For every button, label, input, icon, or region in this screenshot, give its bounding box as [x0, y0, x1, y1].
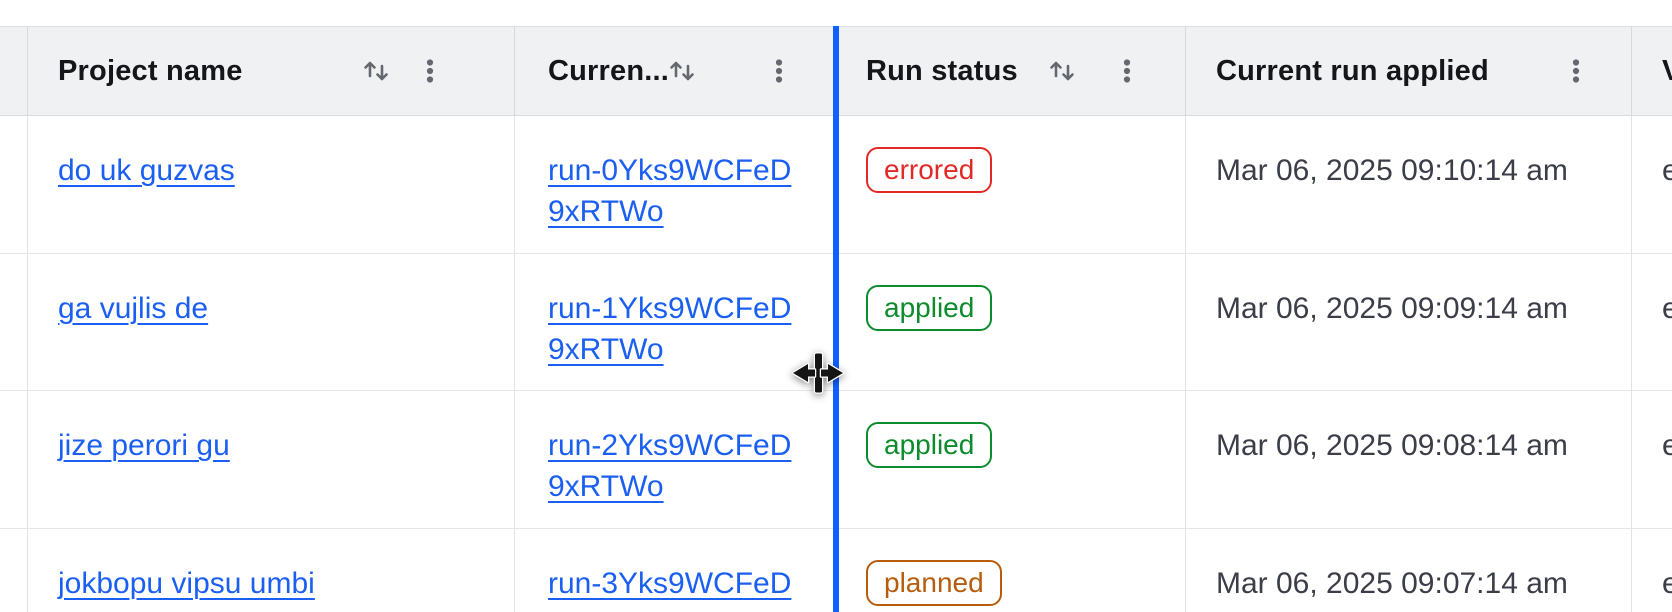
cell-project-name: jize perori gu	[28, 391, 515, 528]
cell-stub	[0, 253, 28, 390]
cell-current-run-applied: Mar 06, 2025 09:09:14 am	[1186, 253, 1632, 390]
run-link[interactable]: run-3Yks9WCFeD9xRTWo	[548, 566, 792, 612]
project-link[interactable]: ga vujlis de	[58, 291, 209, 325]
cell-run-status: planned	[836, 528, 1186, 612]
cell-run-status: applied	[836, 253, 1186, 390]
cell-current-run: run-3Yks9WCFeD9xRTWo	[515, 528, 836, 612]
run-status-badge: applied	[866, 422, 993, 468]
column-label-run-status: Run status	[866, 54, 1018, 87]
cell-project-name: do uk guzvas	[28, 116, 515, 253]
header-cell-current-run-applied[interactable]: Current run applied	[1186, 27, 1632, 115]
header-cell-stub	[0, 27, 28, 115]
project-link[interactable]: jize perori gu	[58, 429, 230, 462]
sort-icon[interactable]	[1046, 55, 1078, 87]
kebab-menu-icon[interactable]	[414, 55, 446, 87]
header-cell-current-run[interactable]: Curren...	[515, 27, 836, 115]
cell-current-run-applied: Mar 06, 2025 09:07:14 am	[1186, 528, 1632, 612]
column-label-project-name: Project name	[58, 54, 243, 87]
cell-current-run: run-1Yks9WCFeD9xRTWo	[515, 253, 836, 390]
cell-current-run: run-0Yks9WCFeD9xRTWo	[515, 116, 836, 253]
header-cell-clipped[interactable]: V	[1632, 27, 1672, 115]
run-link[interactable]: run-2Yks9WCFeD9xRTWo	[548, 429, 792, 503]
clipped-cell-text: e	[1662, 154, 1672, 187]
cell-current-run-applied: Mar 06, 2025 09:08:14 am	[1186, 391, 1632, 528]
column-label-current-run-applied: Current run applied	[1216, 54, 1489, 87]
kebab-menu-icon[interactable]	[763, 55, 795, 87]
cell-clipped: e	[1632, 529, 1672, 612]
run-link[interactable]: run-0Yks9WCFeD9xRTWo	[548, 154, 792, 228]
cell-clipped: e	[1632, 116, 1672, 253]
column-label-clipped: V	[1662, 54, 1672, 87]
sort-icon[interactable]	[666, 55, 698, 87]
column-resize-indicator[interactable]	[833, 26, 839, 612]
cell-run-status: applied	[836, 391, 1186, 528]
run-status-badge: errored	[866, 147, 993, 193]
cell-current-run-applied: Mar 06, 2025 09:10:14 am	[1186, 116, 1632, 253]
header-cell-run-status[interactable]: Run status	[836, 27, 1186, 115]
cell-run-status: errored	[836, 116, 1186, 253]
header-cell-project-name[interactable]: Project name	[28, 27, 515, 115]
run-status-badge: planned	[866, 559, 1002, 606]
run-applied-timestamp: Mar 06, 2025 09:10:14 am	[1216, 154, 1568, 187]
run-applied-timestamp: Mar 06, 2025 09:09:14 am	[1216, 291, 1568, 325]
cell-project-name: ga vujlis de	[28, 253, 515, 390]
cell-project-name: jokbopu vipsu umbi	[28, 528, 515, 612]
clipped-cell-text: e	[1662, 429, 1672, 462]
run-status-badge: applied	[866, 284, 993, 331]
cell-current-run: run-2Yks9WCFeD9xRTWo	[515, 391, 836, 528]
cell-stub	[0, 116, 28, 253]
kebab-menu-icon[interactable]	[1560, 55, 1592, 87]
run-applied-timestamp: Mar 06, 2025 09:07:14 am	[1216, 566, 1568, 600]
cell-clipped: e	[1632, 254, 1672, 391]
cell-stub	[0, 391, 28, 528]
column-label-current-run: Curren...	[548, 54, 670, 87]
cell-stub	[0, 528, 28, 612]
project-link[interactable]: jokbopu vipsu umbi	[58, 566, 315, 600]
project-link[interactable]: do uk guzvas	[58, 154, 235, 187]
kebab-menu-icon[interactable]	[1111, 55, 1143, 87]
run-link[interactable]: run-1Yks9WCFeD9xRTWo	[548, 291, 792, 366]
cell-clipped: e	[1632, 391, 1672, 528]
run-applied-timestamp: Mar 06, 2025 09:08:14 am	[1216, 429, 1568, 462]
clipped-cell-text: e	[1662, 566, 1672, 600]
sort-icon[interactable]	[360, 55, 392, 87]
clipped-cell-text: e	[1662, 291, 1672, 325]
